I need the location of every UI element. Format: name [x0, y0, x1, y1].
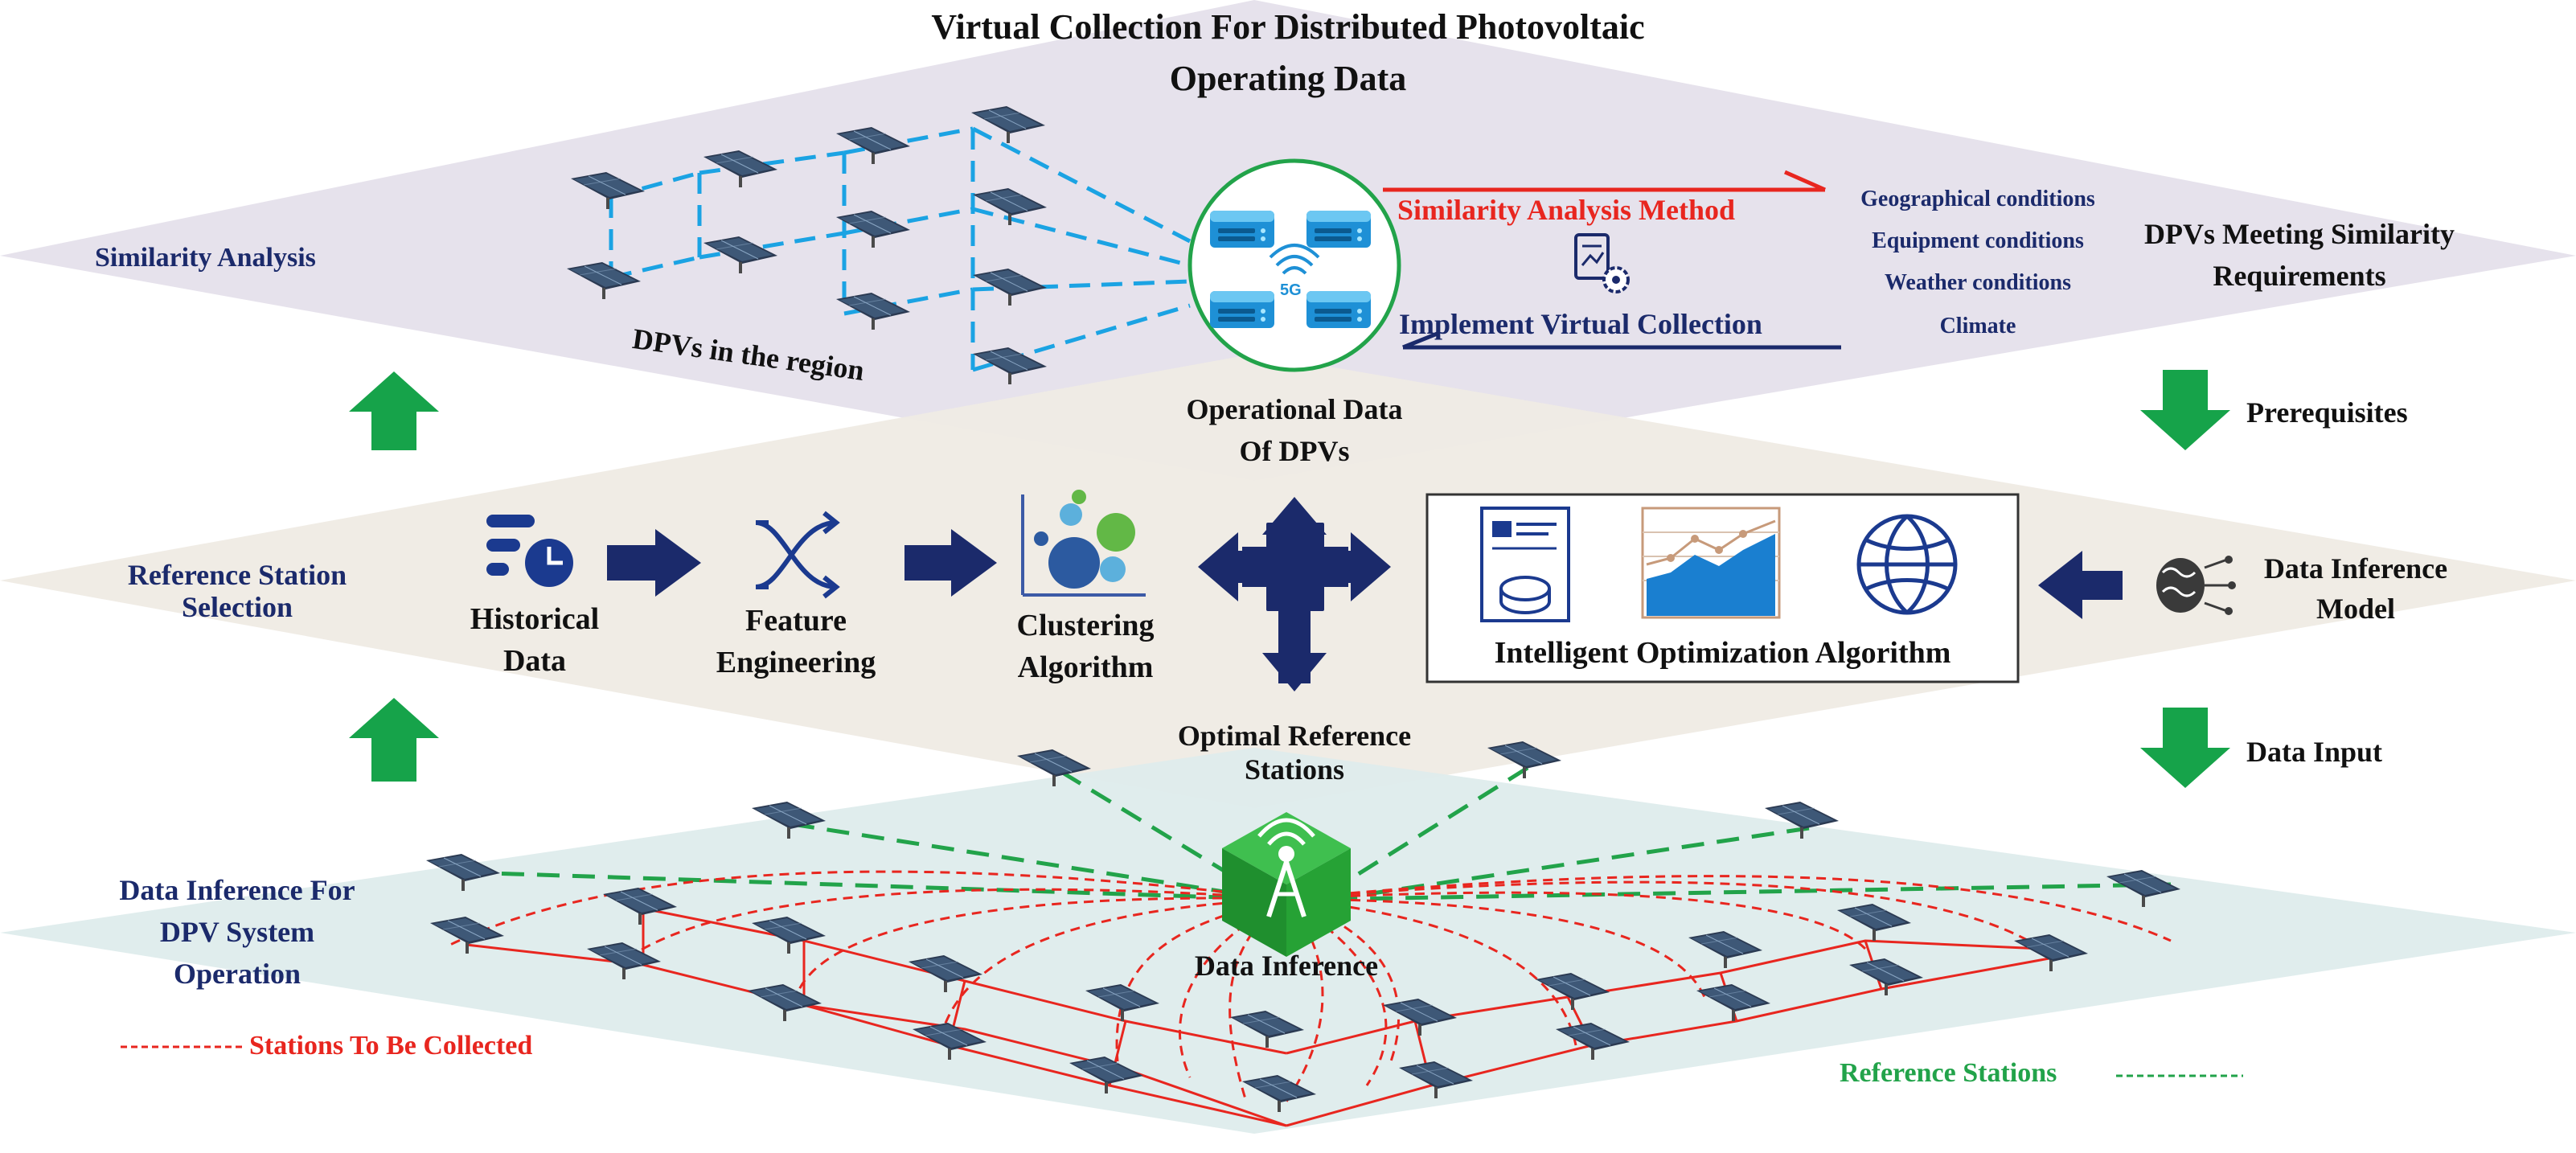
clustering-line-1: Clustering	[1016, 609, 1155, 642]
area-chart-icon	[1641, 507, 1781, 619]
flow-arrow-1	[607, 529, 701, 597]
optimization-algorithm-label: Intelligent Optimization Algorithm	[1494, 636, 1951, 670]
legend-collected-label: Stations To Be Collected	[249, 1031, 533, 1061]
tower-label: Data Inference	[1194, 950, 1379, 982]
feature-engineering-icon	[755, 511, 840, 599]
prerequisites-label: Prerequisites	[2246, 396, 2408, 429]
inference-side-line-2: DPV System	[159, 916, 315, 948]
condition-geographical: Geographical conditions	[1860, 187, 2095, 211]
tower-icon	[1222, 812, 1351, 957]
doc-gear-icon	[1574, 233, 1630, 293]
globe-network-icon	[1856, 514, 1958, 615]
optimal-stations-line-2: Stations	[1244, 753, 1345, 786]
brain-icon	[2156, 556, 2236, 615]
data-input-label: Data Input	[2246, 736, 2383, 768]
implement-collection-label: Implement Virtual Collection	[1399, 308, 1762, 340]
optimal-stations-line-1: Optimal Reference	[1177, 720, 1412, 752]
four-way-arrow-icon	[1198, 497, 1391, 691]
inference-model-line-2: Model	[2316, 593, 2395, 625]
feature-engineering-line-2: Engineering	[716, 646, 876, 679]
historical-data-icon	[486, 515, 573, 587]
title-line-2: Operating Data	[1169, 59, 1407, 98]
historical-data-line-1: Historical	[470, 602, 600, 636]
historical-data-line-2: Data	[502, 644, 567, 678]
green-arrows	[349, 370, 2230, 788]
operational-data-line-2: Of DPVs	[1239, 435, 1350, 467]
server-cluster-ring	[1188, 158, 1401, 372]
inference-side-line-3: Operation	[174, 958, 301, 990]
condition-weather: Weather conditions	[1884, 270, 2072, 295]
reference-dashed-links	[466, 765, 2172, 901]
requirements-line-2: Requirements	[2213, 260, 2386, 292]
server-cluster	[1210, 211, 1371, 328]
title-line-1: Virtual Collection For Distributed Photo…	[931, 7, 1645, 47]
inference-side-line-1: Data Inference For	[119, 874, 355, 906]
requirements-line-1: DPVs Meeting Similarity	[2144, 218, 2455, 250]
server-5g-badge: 5G	[1280, 281, 1302, 299]
clustering-line-2: Algorithm	[1017, 650, 1154, 684]
legend-reference-label: Reference Stations	[1840, 1058, 2057, 1088]
reference-selection-line-2: Selection	[182, 591, 293, 623]
dashboard-icon	[1480, 507, 1570, 622]
inference-model-line-1: Data Inference	[2263, 552, 2448, 585]
similarity-analysis-label: Similarity Analysis	[95, 243, 316, 273]
operational-data-line-1: Operational Data	[1186, 393, 1403, 425]
condition-climate: Climate	[1939, 314, 2016, 339]
reference-selection-line-1: Reference Station	[127, 559, 347, 591]
similarity-method-label: Similarity Analysis Method	[1397, 194, 1736, 226]
flow-arrow-2	[904, 529, 997, 597]
feature-engineering-line-1: Feature	[745, 604, 847, 638]
model-input-arrow	[2038, 551, 2123, 619]
condition-equipment: Equipment conditions	[1872, 228, 2084, 253]
clustering-icon	[1021, 490, 1146, 597]
